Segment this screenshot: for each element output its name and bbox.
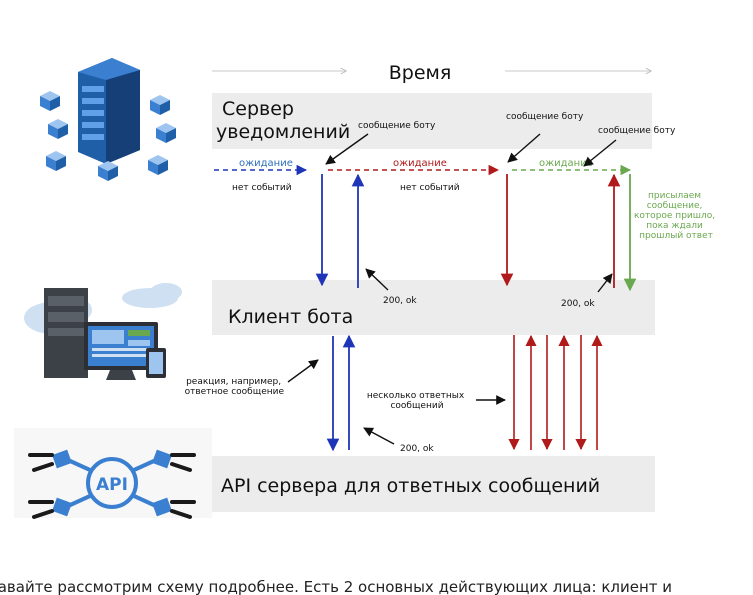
red-reply-arrows xyxy=(508,334,603,451)
send-message-line4: пока ждали xyxy=(646,221,703,231)
server-band-line2: уведомлений xyxy=(216,121,350,143)
no-events-label-1: нет событий xyxy=(232,183,292,193)
waiting-label-3: ожидание xyxy=(539,158,593,169)
reaction-note: реакция, например, ответное сообщение xyxy=(185,377,285,397)
send-message-note: присылаем сообщение, которое пришло, пок… xyxy=(634,191,718,241)
several-replies-note: несколько ответных сообщений xyxy=(367,391,467,411)
reaction-line2: ответное сообщение xyxy=(185,387,285,397)
several-replies-line2: сообщений xyxy=(390,401,443,411)
ok-pointer-1 xyxy=(365,268,389,291)
msg-bot-pointer-1 xyxy=(325,133,369,165)
msg-bot-label-2: сообщение боту xyxy=(506,112,584,122)
msg-bot-pointer-3 xyxy=(583,139,617,167)
send-message-line2: сообщение, xyxy=(647,201,703,211)
send-message-line1: присылаем xyxy=(648,191,701,201)
client-computer-icon xyxy=(24,283,182,380)
ok-label-3: 200, ok xyxy=(400,444,434,454)
server-band xyxy=(212,93,652,149)
send-message-line5: прошлый ответ xyxy=(639,231,713,241)
server-band-line1: Сервер xyxy=(222,98,294,120)
client-band xyxy=(212,280,655,335)
ok-pointer-3 xyxy=(363,427,395,445)
send-message-line3: которое пришло, xyxy=(634,211,715,221)
ok-pointer-2 xyxy=(597,273,613,293)
api-band xyxy=(212,456,655,512)
reaction-line1: реакция, например, xyxy=(186,377,281,387)
client-band-title: Клиент бота xyxy=(228,306,353,328)
ok-label-1: 200, ok xyxy=(383,296,417,306)
server-band-title: Сервер уведомлений xyxy=(216,98,350,143)
ok-label-2: 200, ok xyxy=(561,299,595,309)
msg-bot-label-3: сообщение боту xyxy=(598,126,676,136)
server-rack-icon xyxy=(40,58,176,181)
api-icon-text: API xyxy=(96,475,128,495)
several-replies-line1: несколько ответных xyxy=(367,391,465,401)
time-label: Время xyxy=(389,62,452,84)
no-events-label-2: нет событий xyxy=(400,183,460,193)
waiting-label-1: ожидание xyxy=(239,158,293,169)
api-band-title: API сервера для ответных сообщений xyxy=(221,475,600,497)
reaction-pointer xyxy=(287,359,319,383)
article-text-line: Давайте рассмотрим схему подробнее. Есть… xyxy=(0,576,753,595)
article-text: Давайте рассмотрим схему подробнее. Есть… xyxy=(0,578,673,595)
api-icon: API xyxy=(14,428,212,519)
waiting-label-2: ожидание xyxy=(393,158,447,169)
msg-bot-pointer-2 xyxy=(507,133,541,163)
msg-bot-label-1: сообщение боту xyxy=(358,121,436,131)
